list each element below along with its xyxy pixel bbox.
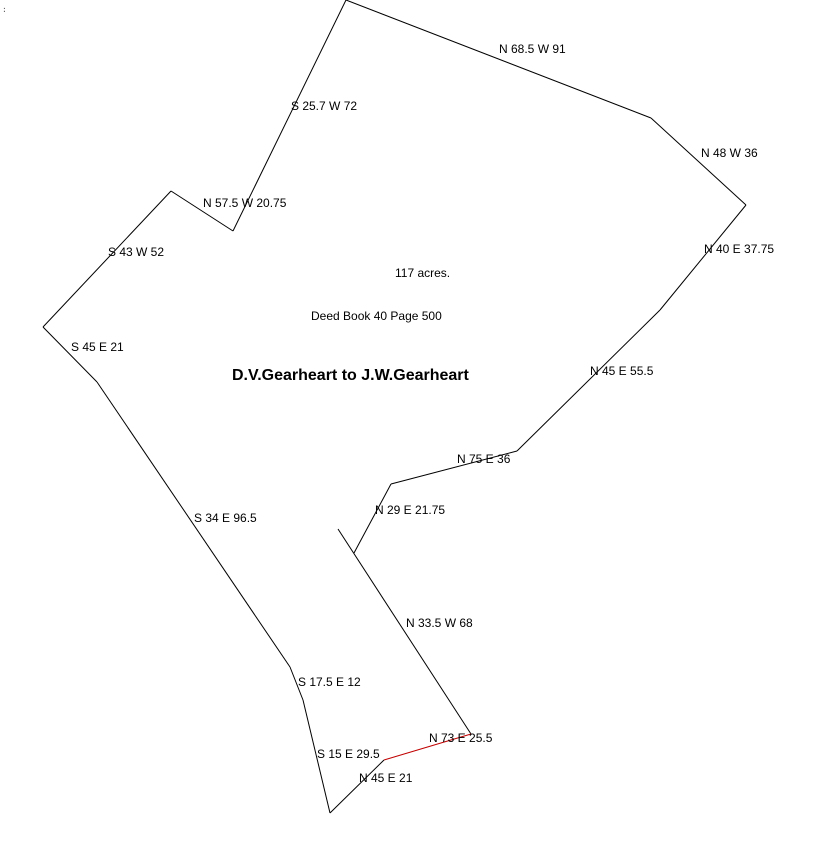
call-label: N 33.5 W 68 [406, 616, 473, 630]
boundary-line [659, 204, 747, 311]
boundary-line [353, 483, 392, 554]
boundary [42, 0, 747, 814]
boundary-line [96, 381, 291, 668]
call-label: N 45 E 21 [359, 771, 413, 785]
boundary-line [650, 117, 747, 206]
call-label: S 25.7 W 72 [291, 99, 357, 113]
call-label: S 17.5 E 12 [298, 675, 361, 689]
call-label: N 68.5 W 91 [499, 42, 566, 56]
call-label: N 40 E 37.75 [704, 242, 774, 256]
boundary-line [345, 0, 652, 119]
plat-title: D.V.Gearheart to J.W.Gearheart [232, 367, 470, 384]
call-label: N 29 E 21.75 [375, 503, 445, 517]
call-label: S 45 E 21 [71, 340, 124, 354]
call-label: N 45 E 55.5 [590, 364, 654, 378]
boundary-line [289, 666, 304, 701]
boundary-line [42, 190, 172, 328]
corner-mark: : [2, 5, 7, 14]
call-label: S 15 E 29.5 [317, 747, 380, 761]
boundary-line [337, 528, 472, 735]
call-label: S 43 W 52 [108, 245, 164, 259]
acreage-label: 117 acres. [395, 266, 450, 280]
call-label: N 73 E 25.5 [429, 731, 493, 745]
boundary-line [302, 699, 331, 814]
boundary-line [232, 0, 347, 232]
boundary-line [329, 759, 385, 814]
call-label: S 34 E 96.5 [194, 511, 257, 525]
boundary-line [42, 326, 98, 383]
boundary-line [516, 309, 661, 452]
call-label: N 57.5 W 20.75 [203, 196, 287, 210]
call-label: N 48 W 36 [701, 146, 758, 160]
call-label: N 75 E 36 [457, 452, 511, 466]
call-labels: N 68.5 W 91 N 48 W 36 N 40 E 37.75 N 45 … [71, 42, 774, 785]
closing-line [383, 733, 472, 761]
boundary-line [390, 450, 518, 485]
boundary-line [170, 190, 234, 232]
deed-reference-label: Deed Book 40 Page 500 [311, 309, 442, 323]
